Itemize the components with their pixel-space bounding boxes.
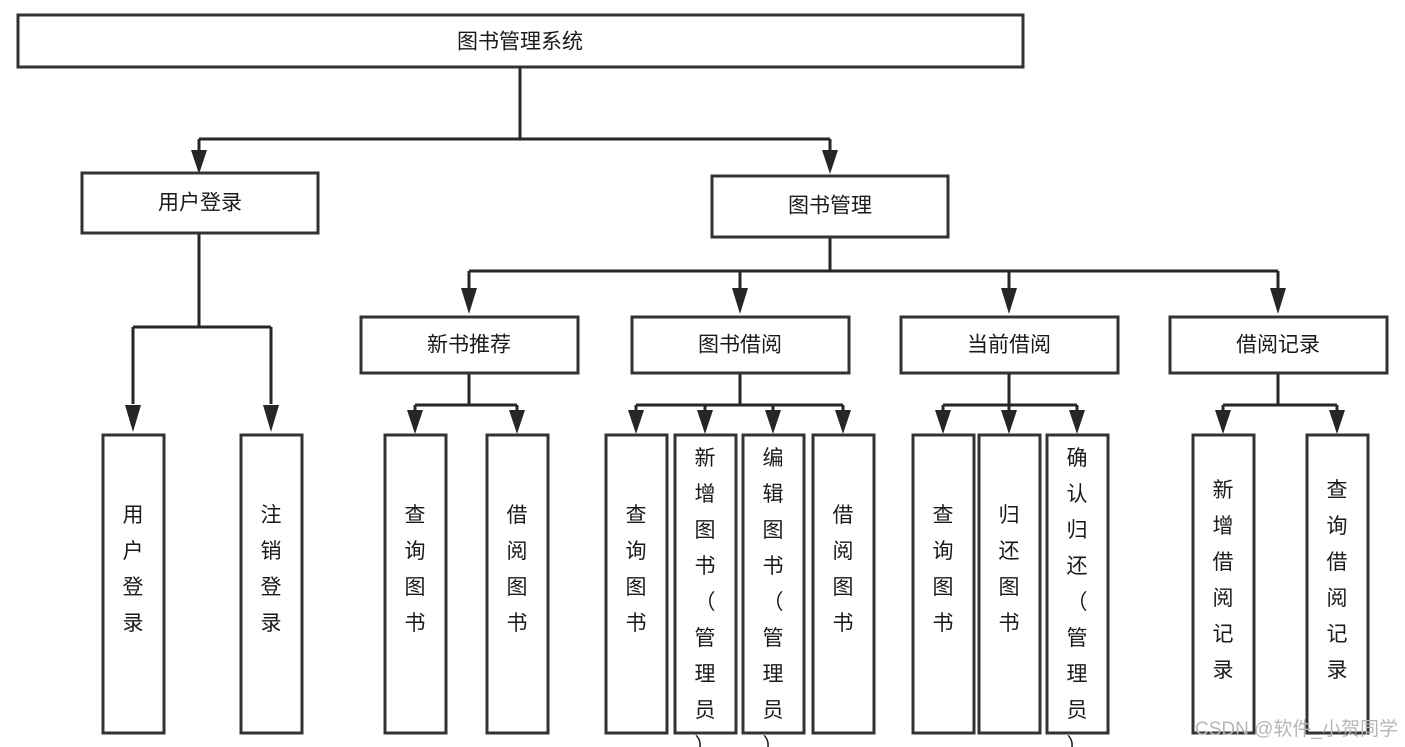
arrow-head-leaf-return-book (1001, 410, 1017, 434)
node-borrow-record-label: 借阅记录 (1236, 334, 1320, 357)
arrow-head-leaf-user-login (125, 405, 141, 432)
node-new-book-recommend[interactable]: 新书推荐 (359, 315, 580, 375)
node-new-book-recommend-label: 新书推荐 (427, 334, 511, 357)
node-borrow-record[interactable]: 借阅记录 (1168, 315, 1389, 375)
node-leaf-confirm-return-label: 确认归还（管理员） (1067, 447, 1088, 747)
node-leaf-query-record-box[interactable] (1305, 433, 1370, 735)
node-current-borrow-label: 当前借阅 (967, 334, 1051, 357)
node-borrow-record-box[interactable] (1168, 315, 1389, 375)
node-user-login-box[interactable] (80, 171, 320, 235)
csdn-watermark: CSDN @软件_小贺同学 (1195, 718, 1398, 740)
node-root[interactable]: 图书管理系统 (16, 13, 1025, 69)
node-book-management-label: 图书管理 (788, 195, 872, 218)
node-leaf-borrow-book-2[interactable]: 借阅图书 (811, 433, 876, 735)
connector-group-borrow-record (1215, 373, 1345, 434)
node-book-borrow[interactable]: 图书借阅 (630, 315, 851, 375)
node-leaf-borrow-book-1[interactable]: 借阅图书 (485, 433, 550, 735)
node-leaf-query-book-1[interactable]: 查询图书 (383, 433, 448, 735)
node-leaf-query-record-label: 查询借阅记录 (1327, 479, 1348, 682)
connector-group-current-borrow (935, 373, 1085, 434)
node-leaf-logout-login-label: 注销登录 (261, 504, 282, 635)
node-leaf-user-login-label: 用户登录 (123, 504, 144, 635)
node-leaf-query-book-2-box[interactable] (604, 433, 669, 735)
node-leaf-edit-book-label: 编辑图书（管理员） (763, 447, 784, 747)
arrow-head-leaf-borrow-book-2 (835, 410, 851, 434)
node-leaf-return-book-label: 归还图书 (999, 504, 1020, 635)
connector-group-user-login (125, 233, 279, 432)
node-leaf-query-book-3-label: 查询图书 (933, 504, 954, 635)
arrow-head-borrow-record (1270, 288, 1286, 314)
connector-group-book-borrow (628, 373, 851, 434)
arrow-head-leaf-logout-login (263, 405, 279, 432)
node-book-management[interactable]: 图书管理 (710, 174, 950, 239)
arrow-head-new-book-recommend (461, 288, 477, 314)
node-leaf-borrow-book-1-label: 借阅图书 (507, 504, 528, 635)
node-leaf-add-book-box[interactable] (673, 433, 738, 735)
node-leaf-borrow-book-2-box[interactable] (811, 433, 876, 735)
arrow-head-leaf-edit-book (765, 410, 781, 434)
arrow-head-book-management (822, 150, 838, 174)
node-user-login[interactable]: 用户登录 (80, 171, 320, 235)
node-book-borrow-label: 图书借阅 (698, 334, 782, 357)
arrow-head-leaf-query-book-2 (628, 410, 644, 434)
node-current-borrow-box[interactable] (899, 315, 1120, 375)
arrow-head-leaf-add-record (1215, 410, 1231, 434)
node-root-label: 图书管理系统 (457, 31, 583, 54)
node-book-borrow-box[interactable] (630, 315, 851, 375)
node-leaf-query-book-2-label: 查询图书 (626, 504, 647, 635)
node-leaf-query-book-2[interactable]: 查询图书 (604, 433, 669, 735)
node-leaf-user-login-box[interactable] (101, 433, 166, 735)
arrow-head-user-login (191, 150, 207, 174)
node-leaf-query-record[interactable]: 查询借阅记录 (1305, 433, 1370, 735)
node-leaf-borrow-book-1-box[interactable] (485, 433, 550, 735)
arrow-head-leaf-confirm-return (1069, 410, 1085, 434)
node-current-borrow[interactable]: 当前借阅 (899, 315, 1120, 375)
node-leaf-add-book-label: 新增图书（管理员） (695, 447, 716, 747)
node-leaf-logout-login[interactable]: 注销登录 (239, 433, 304, 735)
node-leaf-user-login[interactable]: 用户登录 (101, 433, 166, 735)
arrow-head-current-borrow (1001, 288, 1017, 314)
node-new-book-recommend-box[interactable] (359, 315, 580, 375)
node-leaf-query-book-3-box[interactable] (911, 433, 976, 735)
arrow-head-book-borrow (732, 288, 748, 314)
node-leaf-confirm-return[interactable]: 确认归还（管理员） (1045, 433, 1110, 747)
node-leaf-return-book[interactable]: 归还图书 (977, 433, 1042, 735)
arrow-head-leaf-borrow-book-1 (509, 410, 525, 434)
node-leaf-confirm-return-box[interactable] (1045, 433, 1110, 735)
node-leaf-add-record-label: 新增借阅记录 (1213, 479, 1234, 682)
node-book-management-box[interactable] (710, 174, 950, 239)
connector-group-book-management (461, 237, 1286, 314)
arrow-head-leaf-query-book-3 (935, 410, 951, 434)
node-leaf-borrow-book-2-label: 借阅图书 (833, 504, 854, 635)
node-leaf-add-book[interactable]: 新增图书（管理员） (673, 433, 738, 747)
node-root-box[interactable] (16, 13, 1025, 69)
arrow-head-leaf-query-record (1329, 410, 1345, 434)
node-leaf-query-book-1-label: 查询图书 (405, 504, 426, 635)
node-leaf-edit-book[interactable]: 编辑图书（管理员） (741, 433, 806, 747)
node-leaf-return-book-box[interactable] (977, 433, 1042, 735)
node-leaf-add-record[interactable]: 新增借阅记录 (1191, 433, 1256, 735)
arrow-head-leaf-add-book (697, 410, 713, 434)
node-leaf-logout-login-box[interactable] (239, 433, 304, 735)
node-leaf-edit-book-box[interactable] (741, 433, 806, 735)
arrow-head-leaf-query-book-1 (407, 410, 423, 434)
node-leaf-query-book-3[interactable]: 查询图书 (911, 433, 976, 735)
node-user-login-label: 用户登录 (158, 192, 242, 215)
node-leaf-query-book-1-box[interactable] (383, 433, 448, 735)
node-leaf-add-record-box[interactable] (1191, 433, 1256, 735)
connector-group-root (191, 67, 838, 174)
connector-group-new-book-recommend (407, 373, 525, 434)
